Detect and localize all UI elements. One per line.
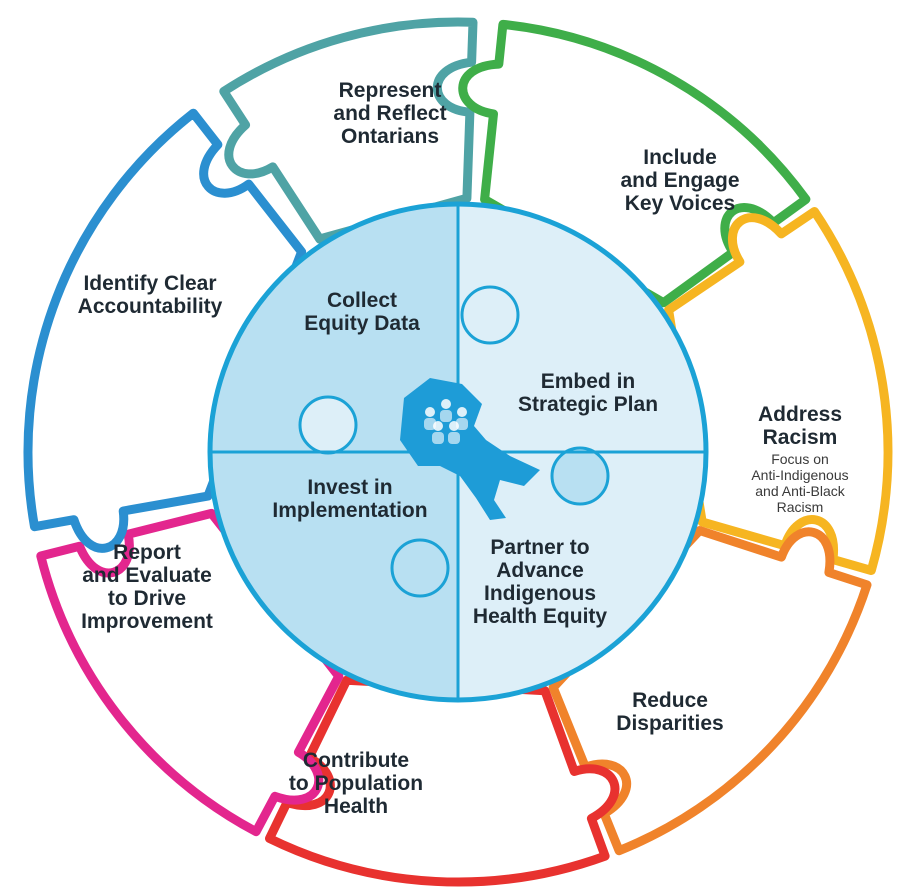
- puzzle-knob: [298, 395, 358, 455]
- person-icon: [457, 407, 467, 417]
- label-include: Include and Engage Key Voices: [620, 146, 740, 215]
- label-address-racism: Address Racism: [757, 403, 843, 449]
- quadrant-collect: [458, 204, 706, 452]
- quadrant-embed: [458, 452, 706, 700]
- person-icon-body: [448, 432, 460, 444]
- puzzle-knob: [390, 538, 450, 598]
- label-report-evaluate: Report and Evaluate to Drive Improvement: [81, 541, 213, 633]
- person-icon-body: [432, 432, 444, 444]
- puzzle-piece-represent: [219, 17, 478, 244]
- person-icon-body: [440, 410, 452, 422]
- puzzle-knob: [550, 446, 610, 506]
- label-racism-focus: Focus on Anti-Indigenous and Anti-Black …: [751, 451, 849, 515]
- puzzle-piece-racism: [664, 207, 893, 575]
- person-icon-body: [456, 418, 468, 430]
- inner-puzzle-circle: [207, 201, 709, 703]
- person-icon: [425, 407, 435, 417]
- label-accountability: Identify Clear Accountability: [77, 272, 223, 318]
- person-icon: [449, 421, 459, 431]
- puzzle-piece-population: [265, 675, 620, 887]
- label-represent: Represent and Reflect Ontarians: [333, 79, 447, 148]
- person-icon: [441, 399, 451, 409]
- ontario-map-shape: [400, 378, 540, 520]
- label-invest-implementation: Invest in Implementation: [272, 476, 428, 522]
- quadrant-invest: [210, 204, 458, 452]
- puzzle-knob: [460, 285, 520, 345]
- label-partner-indigenous: Partner to Advance Indigenous Health Equ…: [472, 536, 608, 628]
- label-embed-strategic-plan: Embed in Strategic Plan: [517, 370, 659, 416]
- label-collect-equity-data: Collect Equity Data: [304, 289, 420, 335]
- ontario-map-people-icon: [400, 378, 540, 520]
- label-population-health: Contribute to Population Health: [288, 749, 424, 818]
- person-icon: [433, 421, 443, 431]
- person-icon-body: [424, 418, 436, 430]
- label-reduce-disparities: Reduce Disparities: [616, 689, 724, 735]
- quadrant-partner: [210, 452, 458, 700]
- puzzle-piece-accountability: [23, 108, 307, 553]
- inner-circle-border: [207, 201, 709, 703]
